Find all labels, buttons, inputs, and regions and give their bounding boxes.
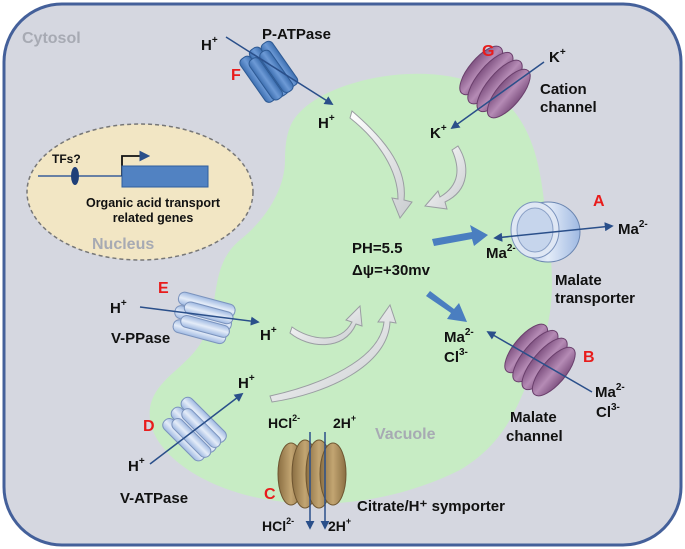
malate-transporter-name-line2: transporter [555,290,635,307]
flow-arrow-g [424,145,467,210]
label-a: A [593,193,605,210]
flow-arrows [269,110,467,403]
blue-arrow-to-b [426,291,467,322]
vacuole-membrane [149,73,552,504]
cation-k-out: K+ [549,47,566,66]
v-atpase-h-in: H+ [238,373,255,392]
malate-b-out-ma: Ma2- [595,382,625,401]
v-ppase-h-in: H+ [260,325,277,344]
label-e: E [158,280,169,297]
label-f: F [231,67,241,84]
vacuole-label: Vacuole [375,426,436,443]
p-atpase-flux [225,36,334,105]
malate-channel-name-line2: channel [506,428,563,445]
cation-channel-flux [450,61,545,130]
cation-name-line1: Cation [540,81,587,98]
p-atpase-name: P-ATPase [262,26,331,43]
malate-transporter-name-line1: Malate [555,272,602,289]
malate-channel-flux [486,331,593,393]
tf-binding-site [71,167,79,185]
citrate-2h-in: 2H+ [333,413,356,431]
malate-transporter [510,201,581,263]
gene-box [121,165,209,188]
malate-b-out-cl: Cl3- [596,402,620,421]
malate-a-out: Ma2- [618,219,648,238]
cytosol-label: Cytosol [22,30,81,47]
citrate-hcl-out: HCl2- [262,516,294,534]
v-ppase [172,291,236,345]
vacuole-ph: PH=5.5 [352,240,402,257]
citrate-hcl-in: HCl2- [268,413,300,431]
gene-label-line1: Organic acid transport [86,196,221,210]
citrate-symporter [277,439,347,509]
malate-transporter-flux [493,222,614,242]
v-atpase-flux [149,392,244,465]
nucleus [26,123,254,261]
cation-k-in: K+ [430,123,447,142]
malate-b-in-ma: Ma2- [444,327,474,346]
malate-channel [504,323,576,397]
v-ppase-h-out: H+ [110,298,127,317]
flow-arrow-e [289,304,363,346]
v-ppase-flux [139,306,260,326]
malate-a-in: Ma2- [486,243,516,262]
tfs-label: TFs? [52,152,81,166]
blue-arrow-to-a [432,225,488,246]
label-c: C [264,486,276,503]
gene-label-line2: related genes [113,211,194,225]
flow-arrow-d [269,303,397,403]
label-g: G [482,43,494,60]
v-atpase-h-out: H+ [128,456,145,475]
nucleus-label: Nucleus [92,236,154,253]
p-atpase-h-in: H+ [318,113,335,132]
cation-channel [459,45,531,119]
p-atpase-h-out: H+ [201,35,218,54]
malate-channel-name-line1: Malate [510,409,557,426]
v-atpase-name: V-ATPase [120,490,188,507]
flow-arrow-f [349,110,413,220]
citrate-2h-out: 2H+ [328,516,351,534]
gene-construct [38,150,209,188]
citrate-symporter-name: Citrate/H⁺ symporter [357,498,505,515]
v-ppase-name: V-PPase [111,330,170,347]
label-b: B [583,349,595,366]
vacuole-potential: Δψ=+30mv [352,262,431,279]
label-d: D [143,418,155,435]
malate-b-in-cl: Cl3- [444,347,468,366]
cation-name-line2: channel [540,99,597,116]
